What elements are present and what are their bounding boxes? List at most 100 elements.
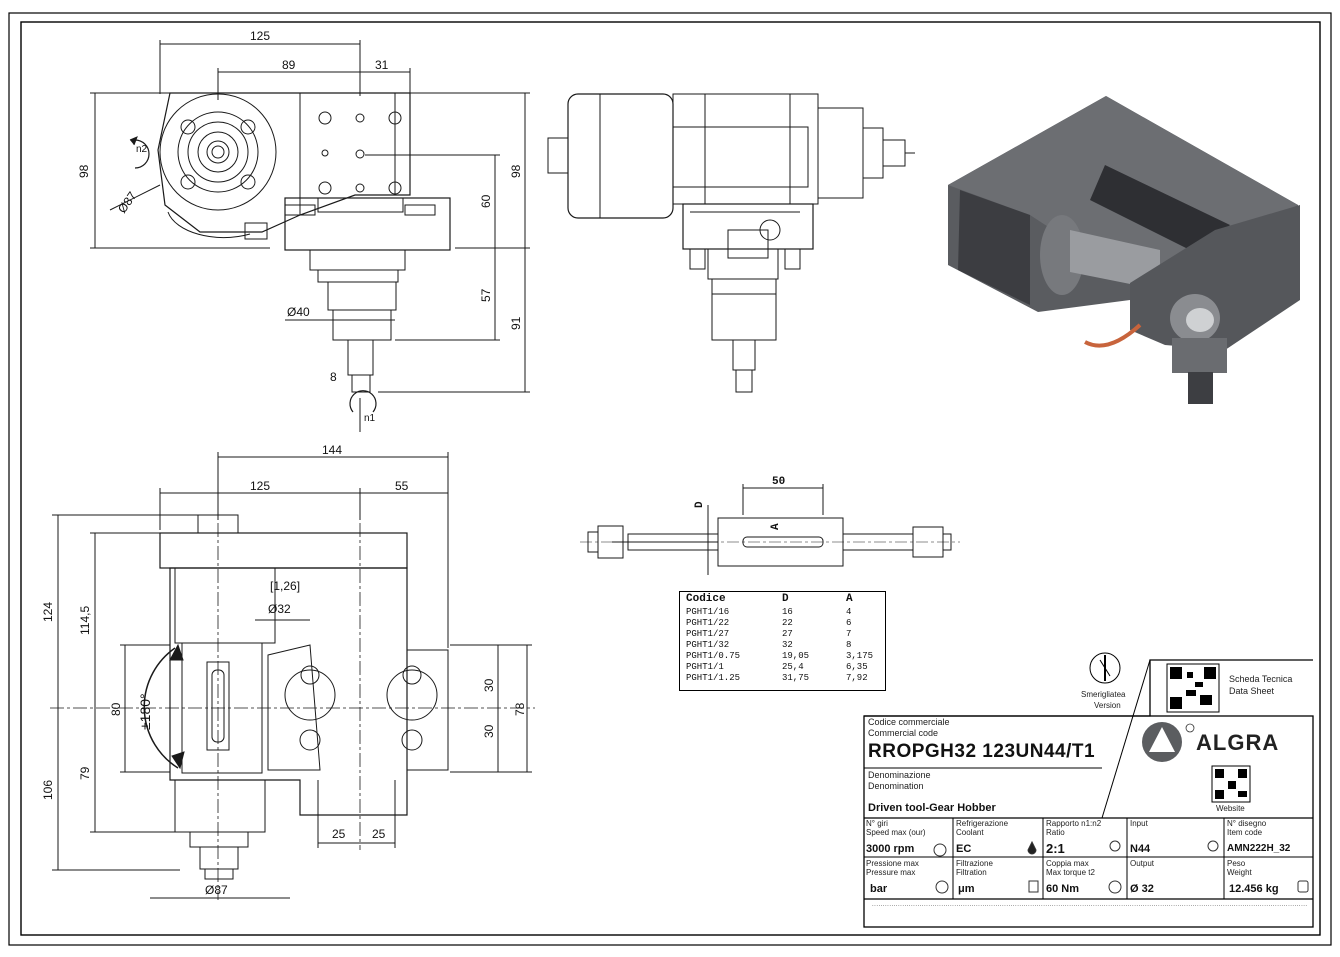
cell-d: 27 [782,629,793,639]
grinding-version-it: Smerigliatea [1081,690,1126,699]
front-view [50,452,535,900]
gear-icon [1109,840,1121,852]
top-view-dims: 125 89 31 98 Ø87 n2 60 98 57 91 Ø40 8 n1 [77,29,523,424]
cell-code: PGHT1/22 [686,618,730,628]
dim-d32: Ø32 [268,602,291,616]
speed-label-1: N° giri [866,819,888,828]
cell-a: 3,175 [846,651,874,661]
dim-89-top: 89 [282,58,296,72]
title-block-frame [863,659,1314,928]
dim-114-5: 114,5 [78,606,92,635]
dim-57: 57 [479,288,493,302]
speed-gauge-icon [933,843,947,857]
dim-124: 124 [41,602,55,622]
table-row: PGHT1/1 25,4 6,35 [686,662,881,673]
ratio-value: 2:1 [1046,841,1065,856]
code-label-it: Codice commerciale [868,717,950,727]
coolant-drop-icon [1027,840,1037,855]
algra-logo-icon [1142,722,1195,762]
cell-code: PGHT1/32 [686,640,730,650]
code-label-en: Commercial code [868,728,939,738]
label-D: D [694,501,706,508]
weight-icon [1297,880,1309,893]
dim-rotation-180: ±180° [137,693,153,730]
cell-d: 16 [782,607,793,617]
cell-a: 7,92 [846,673,868,683]
dim-125-top: 125 [250,29,270,43]
front-view-dims: 144 125 55 124 114,5 [1,26] Ø32 80 ±180°… [41,443,527,897]
label-n1: n1 [364,413,376,424]
top-view [90,40,530,432]
dim-d87-top: Ø87 [115,189,140,216]
qr-website-icon [1211,765,1251,803]
weight-label-2: Weight [1227,868,1252,877]
side-view [547,93,915,393]
torque-value: 60 Nm [1046,883,1080,895]
dim-50: 50 [772,476,785,488]
product-render [948,96,1300,404]
header-d: D [782,593,789,605]
cell-d: 22 [782,618,793,628]
cell-a: 4 [846,607,852,617]
dim-d40: Ø40 [287,305,310,319]
speed-label-2: Speed max (our) [866,828,926,837]
input-label: Input [1130,819,1148,828]
dim-tolerance: [1,26] [270,579,300,593]
drawing-label-1: N° disegno [1227,819,1267,828]
dim-25-right: 25 [372,827,386,841]
dim-144: 144 [322,443,342,457]
pressure-label-2: Pressure max [866,868,916,877]
filtration-label-2: Filtration [956,868,987,877]
cell-d: 25,4 [782,662,804,672]
speed-value: 3000 rpm [866,843,915,855]
table-row: PGHT1/16 16 4 [686,607,881,618]
dim-31-top: 31 [375,58,389,72]
dim-106: 106 [41,780,55,800]
datasheet-label-it: Scheda Tecnica [1229,674,1293,684]
output-label: Output [1130,859,1155,868]
cell-code: PGHT1/1 [686,662,724,672]
footer-fine-print: ........................................… [872,902,1308,908]
filtration-label-1: Filtrazione [956,859,993,868]
dim-60: 60 [479,194,493,208]
dim-78: 78 [513,702,527,716]
outer-border [8,12,1332,946]
cell-code: PGHT1/1.25 [686,673,741,683]
torque-label-2: Max torque t2 [1046,868,1095,877]
cell-a: 6 [846,618,852,628]
torque-label-1: Coppia max [1046,859,1089,868]
header-code: Codice [686,593,726,605]
pressure-label-1: Pressione max [866,859,919,868]
target-icon [1207,840,1219,852]
drawing-value: AMN222H_32 [1227,843,1291,854]
cell-code: PGHT1/0.75 [686,651,741,661]
drawing-label-2: Item code [1227,828,1263,837]
datasheet-label-en: Data Sheet [1229,686,1275,696]
dim-55: 55 [395,479,409,493]
label-n2: n2 [136,144,148,155]
dim-25-left: 25 [332,827,346,841]
header-a: A [846,593,853,605]
cell-code: PGHT1/27 [686,629,730,639]
cell-a: 8 [846,640,852,650]
dim-d87-front: Ø87 [205,883,228,897]
arbor-dims: 50 D A [694,476,785,530]
table-row: PGHT1/0.75 19,05 3,175 [686,651,881,662]
coolant-label-1: Refrigerazione [956,819,1009,828]
output-value: Ø 32 [1130,883,1154,895]
coolant-value: EC [956,843,972,855]
dim-30-lower: 30 [482,724,496,738]
dim-30-upper: 30 [482,678,496,692]
table-row: PGHT1/27 27 7 [686,629,881,640]
denomination-label-en: Denomination [868,781,924,791]
cell-a: 6,35 [846,662,868,672]
cell-code: PGHT1/16 [686,607,730,617]
dim-79: 79 [78,766,92,780]
coolant-label-2: Coolant [956,828,984,837]
cell-d: 32 [782,640,793,650]
dim-98-right: 98 [509,164,523,178]
table-row: PGHT1/22 22 6 [686,618,881,629]
filter-bin-icon [1028,880,1039,893]
denomination-value: Driven tool-Gear Hobber [868,802,996,814]
